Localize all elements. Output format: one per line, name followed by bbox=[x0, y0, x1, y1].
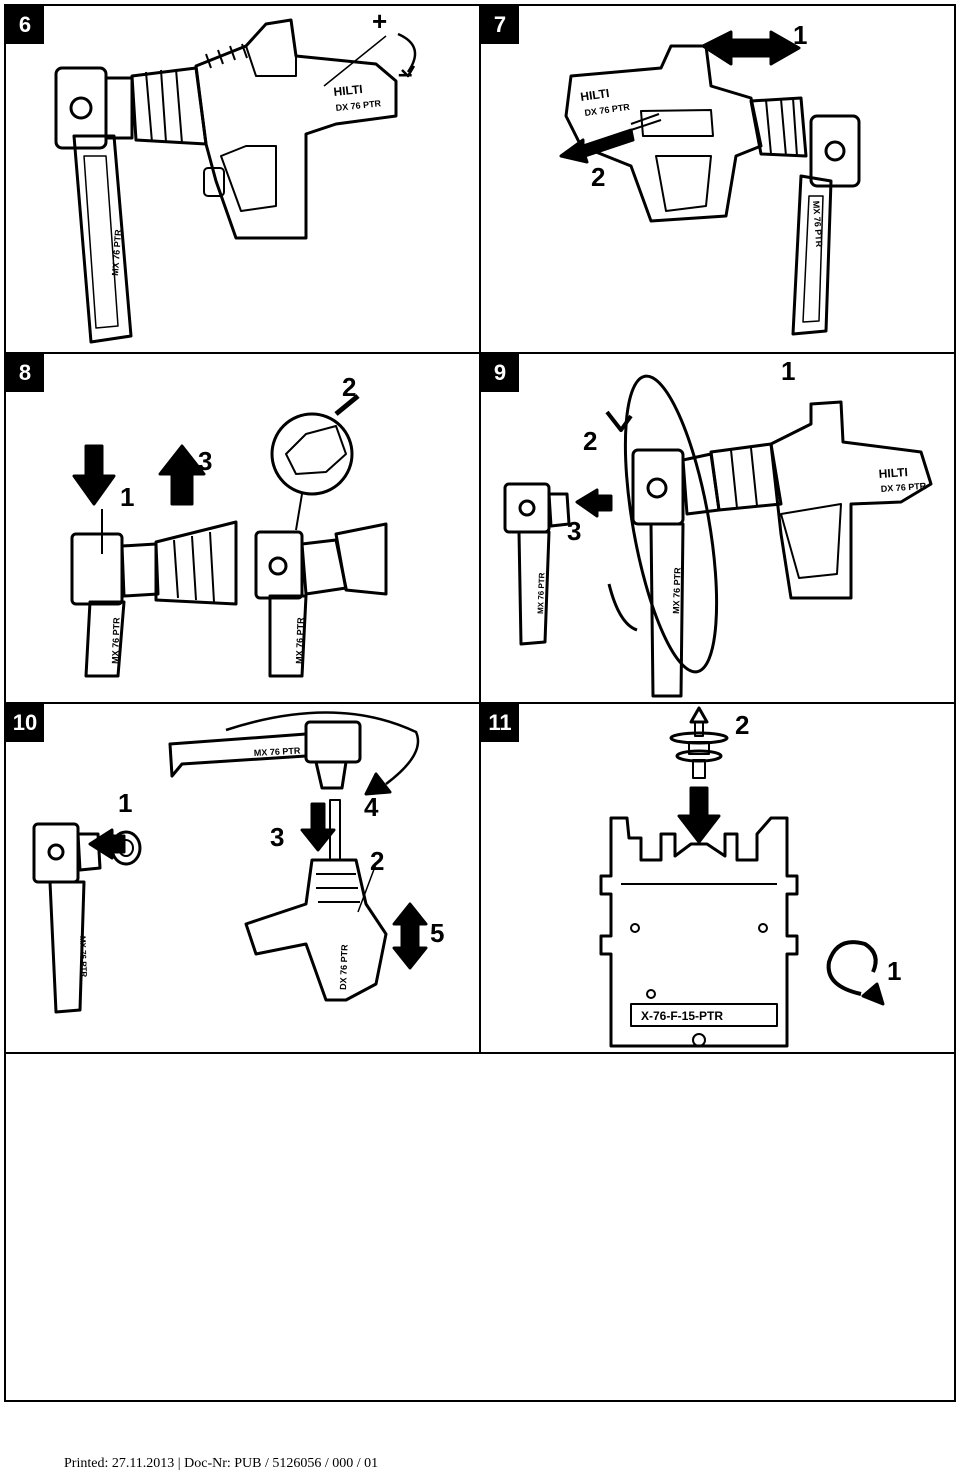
tool-label: DX 76 PTR bbox=[338, 944, 350, 990]
callout-1: 1 bbox=[887, 956, 902, 986]
callout-1: 1 bbox=[793, 20, 808, 50]
callout-1: 1 bbox=[781, 356, 796, 386]
empty-area bbox=[6, 1054, 954, 1400]
tool-label: DX 76 PTR bbox=[335, 98, 382, 113]
magazine-label: MX 76 PTR bbox=[110, 229, 123, 277]
panel-10: 10 bbox=[6, 704, 479, 1052]
callout-2: 2 bbox=[370, 846, 385, 876]
column-divider bbox=[479, 4, 481, 1054]
tool-illustration: HILTI DX 76 PTR MX 76 PTR MX 76 PTR bbox=[503, 374, 933, 698]
callout-1: 1 bbox=[118, 788, 133, 818]
callout-2: 2 bbox=[591, 162, 606, 192]
magazine-label-b: MX 76 PTR bbox=[294, 617, 306, 664]
callout-minus: – bbox=[398, 58, 413, 88]
magazine-label-b: MX 76 PTR bbox=[671, 567, 683, 614]
callout-5: 5 bbox=[430, 918, 445, 948]
callout-3: 3 bbox=[270, 822, 285, 852]
callout-4: 4 bbox=[364, 792, 379, 822]
callout-3: 3 bbox=[198, 446, 213, 476]
brand-label: HILTI bbox=[579, 86, 610, 104]
callout-3: 3 bbox=[567, 516, 582, 546]
callout-2: 2 bbox=[583, 426, 598, 456]
panel-8: 8 MX 76 PTR MX 76 PTR bbox=[6, 354, 479, 702]
panel-number: 8 bbox=[6, 354, 44, 392]
print-footer: Printed: 27.11.2013 | Doc-Nr: PUB / 5126… bbox=[64, 1456, 379, 1471]
tool-label: DX 76 PTR bbox=[880, 481, 927, 494]
magazine-illustration: MX 76 PTR MX 76 PTR bbox=[70, 394, 388, 678]
tool-illustration: HILTI DX 76 PTR MX 76 PTR bbox=[54, 18, 417, 344]
magazine-label-b: MX 76 PTR bbox=[254, 746, 301, 758]
callout-plus: + bbox=[372, 6, 388, 36]
panel-11: 11 X-76-F-15-PTR 1 2 bbox=[481, 704, 954, 1052]
tool-illustration: MX 76 PTR MX 76 PTR DX 76 PTR bbox=[32, 711, 428, 1014]
callout-2: 2 bbox=[735, 710, 750, 740]
magazine-label-a: MX 76 PTR bbox=[536, 572, 546, 614]
magazine-label-a: MX 76 PTR bbox=[110, 617, 122, 664]
magazine-label: MX 76 PTR bbox=[811, 200, 824, 248]
fastener-label: X-76-F-15-PTR bbox=[641, 1009, 723, 1023]
tool-label: DX 76 PTR bbox=[584, 102, 631, 118]
tool-illustration: HILTI DX 76 PTR MX 76 PTR bbox=[559, 30, 861, 336]
panel-number: 11 bbox=[481, 704, 519, 742]
panel-number: 9 bbox=[481, 354, 519, 392]
panel-number: 10 bbox=[6, 704, 44, 742]
callout-1: 1 bbox=[120, 482, 135, 512]
magazine-label-a: MX 76 PTR bbox=[78, 936, 88, 978]
brand-label: HILTI bbox=[333, 82, 363, 99]
brand-label: HILTI bbox=[878, 465, 908, 481]
panel-7: 7 HILTI DX 76 PTR MX 76 PTR 1 2 bbox=[481, 6, 954, 352]
callout-2: 2 bbox=[342, 372, 357, 402]
panel-6: 6 HILTI DX 76 PTR MX 76 PTR bbox=[6, 6, 479, 352]
panel-number: 7 bbox=[481, 6, 519, 44]
panel-9: 9 HILTI DX 76 PTR MX 76 PTR MX bbox=[481, 354, 954, 702]
fastener-strip-illustration: X-76-F-15-PTR bbox=[599, 706, 885, 1048]
panel-number: 6 bbox=[6, 6, 44, 44]
